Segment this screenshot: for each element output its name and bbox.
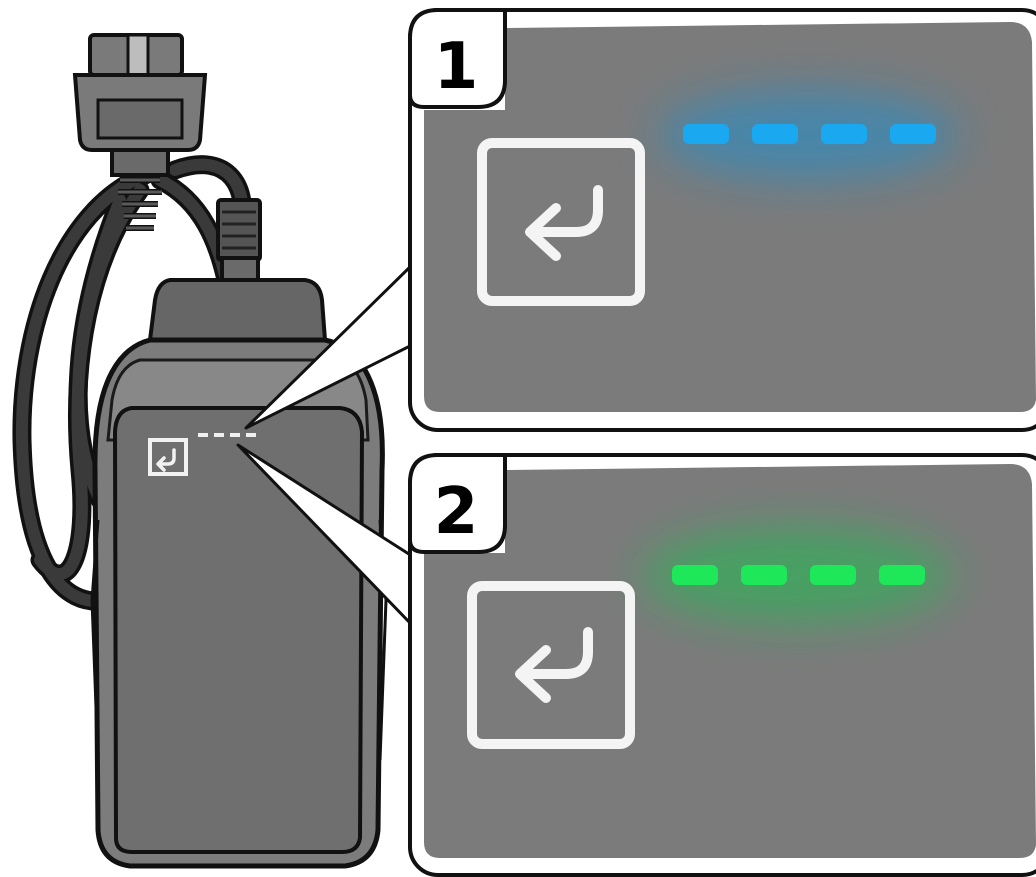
return-arrow-icon	[148, 438, 188, 476]
device-led-row	[198, 433, 256, 437]
led-row-2	[672, 565, 925, 585]
device-led	[230, 433, 240, 437]
led-glow-blue	[658, 90, 958, 180]
callout-number-2: 2	[434, 475, 479, 549]
device-body	[90, 278, 388, 869]
led-indicator	[810, 565, 856, 585]
callout-badge-2: 2	[408, 453, 507, 554]
return-arrow-icon	[477, 138, 645, 306]
callout-badge-1: 1	[408, 8, 507, 109]
led-indicator	[821, 124, 867, 144]
return-arrow-icon	[467, 581, 635, 749]
led-indicator	[890, 124, 936, 144]
led-glow-green	[642, 527, 952, 623]
callout-panel-2: 2	[408, 453, 1036, 877]
led-indicator	[672, 565, 718, 585]
callout-panel-1: 1	[408, 8, 1036, 432]
device-led	[198, 433, 208, 437]
obd-connector	[72, 33, 208, 231]
callout-number-1: 1	[434, 30, 479, 104]
device-led	[214, 433, 224, 437]
led-indicator	[879, 565, 925, 585]
led-row-1	[683, 124, 936, 144]
led-indicator	[752, 124, 798, 144]
device-led	[246, 433, 256, 437]
obd-device	[12, 33, 388, 869]
led-indicator	[741, 565, 787, 585]
led-indicator	[683, 124, 729, 144]
cable-plug	[216, 198, 262, 284]
callout-pointers	[236, 263, 414, 627]
